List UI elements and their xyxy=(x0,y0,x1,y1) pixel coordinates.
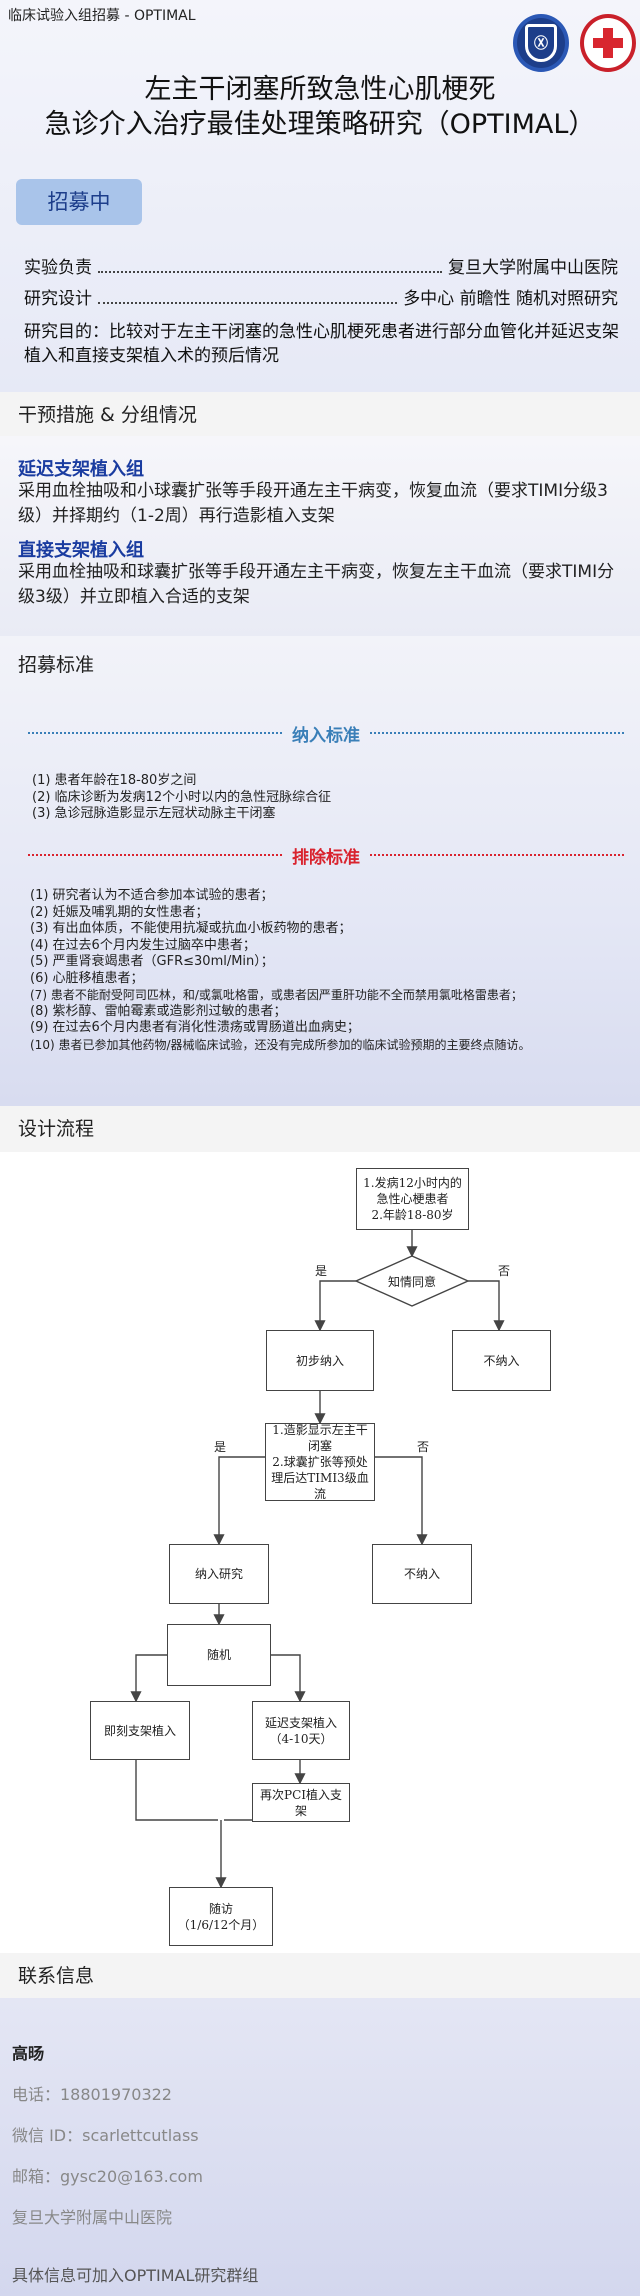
info-value: 多中心 前瞻性 随机对照研究 xyxy=(403,289,618,309)
dot-leader xyxy=(98,271,442,273)
exclusion-title: 排除标准 xyxy=(292,847,360,868)
list-item: (1) 研究者认为不适合参加本试验的患者； xyxy=(30,888,274,903)
fudan-hospital-logo: Ⓧ xyxy=(513,14,569,72)
section-heading-intervention: 干预措施 & 分组情况 xyxy=(0,392,640,438)
section-heading-contact: 联系信息 xyxy=(0,1953,640,1999)
status-badge: 招募中 xyxy=(16,179,142,225)
flow-exclude-box: 不纳入 xyxy=(452,1330,551,1391)
inclusion-list: (1) 患者年龄在18-80岁之间 (2) 临床诊断为发病12个小时以内的急性冠… xyxy=(32,773,632,823)
contact-section xyxy=(0,1998,640,2296)
study-purpose: 研究目的：比较对于左主干闭塞的急性心肌梗死患者进行部分血管化并延迟支架植入和直接… xyxy=(24,322,619,366)
flow-no-label: 否 xyxy=(498,1264,511,1278)
group-title-direct: 直接支架植入组 xyxy=(18,540,144,561)
list-item: (10) 患者已参加其他药物/器械临床试验，还没有完成所参加的临床试验预期的主要… xyxy=(30,1037,531,1052)
exclusion-divider: 排除标准 xyxy=(28,843,624,868)
flow-followup-box: 随访 （1/6/12个月） xyxy=(169,1887,273,1946)
group-text-delayed: 采用血栓抽吸和小球囊扩张等手段开通左主干病变，恢复血流（要求TIMI分级3级）并… xyxy=(18,481,608,526)
contact-phone[interactable]: 电话：18801970322 xyxy=(12,2085,172,2104)
group-text-direct: 采用血栓抽吸和球囊扩张等手段开通左主干病变，恢复左主干血流（要求TIMI分级3级… xyxy=(18,562,615,607)
inclusion-title: 纳入标准 xyxy=(292,725,360,746)
flow-prelim-box: 初步纳入 xyxy=(266,1330,374,1391)
contact-wechat: 微信 ID：scarlettcutlass xyxy=(12,2126,199,2145)
info-value: 复旦大学附属中山医院 xyxy=(448,258,618,278)
divider-line xyxy=(370,732,624,734)
info-row-design: 研究设计 多中心 前瞻性 随机对照研究 xyxy=(24,287,618,311)
list-item: (8) 紫杉醇、雷帕霉素或造影剂过敏的患者； xyxy=(30,1003,287,1019)
divider-line xyxy=(370,854,624,856)
flow-consent-label: 知情同意 xyxy=(387,1275,436,1289)
list-item: (2) 临床诊断为发病12个小时以内的急性冠脉综合征 xyxy=(32,789,332,805)
flowchart: 1.发病12小时内的急性心梗患者 2.年龄18-80岁 知情同意 是 否 初步纳… xyxy=(0,1152,560,1960)
contact-note: 具体信息可加入OPTIMAL研究群组 xyxy=(12,2266,259,2285)
list-item: (2) 妊娠及哺乳期的女性患者； xyxy=(30,904,209,920)
flow-exclude-box: 不纳入 xyxy=(372,1544,472,1604)
info-label: 研究设计 xyxy=(24,289,92,309)
list-item: (5) 严重肾衰竭患者（GFR≤30ml/Min）； xyxy=(30,954,274,969)
flowchart-section: 1.发病12小时内的急性心梗患者 2.年龄18-80岁 知情同意 是 否 初步纳… xyxy=(0,1152,640,1960)
list-item: (7) 患者不能耐受阿司匹林，和/或氯吡格雷，或患者因严重肝功能不全而禁用氯吡格… xyxy=(30,988,523,1002)
section-heading-recruitment: 招募标准 xyxy=(18,654,95,676)
flow-yes-label: 是 xyxy=(315,1264,328,1278)
info-row-lead: 实验负责 复旦大学附属中山医院 xyxy=(24,256,618,280)
list-item: (9) 在过去6个月内患者有消化性溃疡或胃肠道出血病史； xyxy=(30,1020,360,1035)
dot-leader xyxy=(98,302,398,304)
page-top-label: 临床试验入组招募 - OPTIMAL xyxy=(8,8,196,24)
flow-start-box: 1.发病12小时内的急性心梗患者 2.年龄18-80岁 xyxy=(356,1168,469,1230)
divider-line xyxy=(28,732,282,734)
consent-diamond xyxy=(354,1255,470,1307)
title-line-1: 左主干闭塞所致急性心肌梗死 xyxy=(144,74,496,105)
inclusion-divider: 纳入标准 xyxy=(28,721,624,746)
page-title: 左主干闭塞所致急性心肌梗死 急诊介入治疗最佳处理策略研究（OPTIMAL） xyxy=(0,72,640,142)
flow-immediate-box: 即刻支架植入 xyxy=(90,1701,190,1760)
list-item: (3) 有出血体质，不能使用抗凝或抗血小板药物的患者； xyxy=(30,921,352,936)
info-label: 实验负责 xyxy=(24,258,92,278)
flow-enroll-box: 纳入研究 xyxy=(169,1544,269,1604)
title-line-2: 急诊介入治疗最佳处理策略研究（OPTIMAL） xyxy=(44,109,596,140)
red-cross-icon xyxy=(593,28,623,58)
list-item: (1) 患者年龄在18-80岁之间 xyxy=(32,773,197,788)
shield-icon: Ⓧ xyxy=(525,24,557,62)
contact-email[interactable]: 邮箱：gysc20@163.com xyxy=(12,2167,203,2186)
flow-delayed-box: 延迟支架植入 （4-10天） xyxy=(252,1701,350,1760)
flow-angio-box: 1.造影显示左主干闭塞 2.球囊扩张等预处理后达TIMI3级血流 xyxy=(265,1423,375,1501)
contact-hospital: 复旦大学附属中山医院 xyxy=(12,2208,173,2227)
red-cross-logo xyxy=(580,14,636,72)
list-item: (4) 在过去6个月内发生过脑卒中患者； xyxy=(30,937,256,953)
flowchart-connectors xyxy=(130,1230,505,1889)
flow-repci-box: 再次PCI植入支架 xyxy=(252,1783,350,1822)
exclusion-list: (1) 研究者认为不适合参加本试验的患者； (2) 妊娠及哺乳期的女性患者； (… xyxy=(30,888,640,1053)
flow-random-box: 随机 xyxy=(167,1624,271,1686)
divider-line xyxy=(28,854,282,856)
intervention-section xyxy=(0,436,640,636)
flow-yes-label: 是 xyxy=(214,1440,227,1454)
flow-no-label: 否 xyxy=(417,1440,430,1454)
list-item: (6) 心脏移植患者； xyxy=(30,970,144,986)
recruitment-section xyxy=(0,636,640,1106)
list-item: (3) 急诊冠脉造影显示左冠状动脉主干闭塞 xyxy=(32,806,276,821)
group-title-delayed: 延迟支架植入组 xyxy=(18,459,144,480)
section-heading-flow: 设计流程 xyxy=(0,1106,640,1152)
contact-name: 高旸 xyxy=(12,2044,45,2063)
